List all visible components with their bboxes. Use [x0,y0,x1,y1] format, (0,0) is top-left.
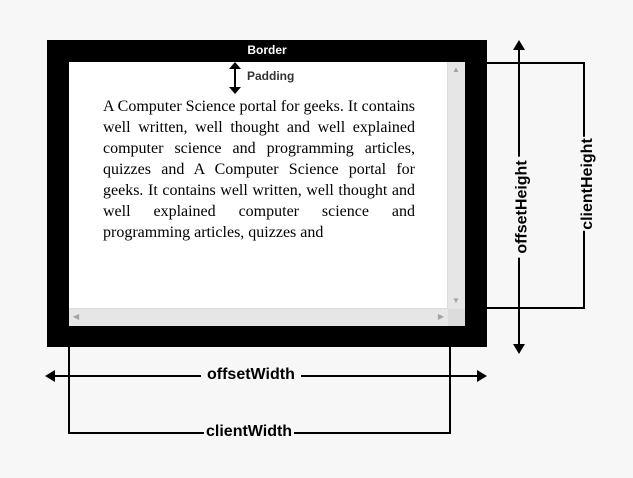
vertical-scrollbar[interactable]: ▲ ▼ [447,62,465,309]
scroll-left-icon[interactable]: ◀ [73,312,80,321]
scrollbar-corner [448,309,465,326]
padding-label: Padding [247,69,295,83]
offset-width-label: offsetWidth [201,366,301,384]
scroll-right-icon[interactable]: ▶ [437,312,444,321]
client-width-bracket-icon [68,347,451,434]
border-box: Border A Computer Science portal for gee… [47,40,487,347]
content-area: A Computer Science portal for geeks. It … [69,62,465,326]
client-height-bracket-icon [487,62,585,309]
border-label: Border [247,43,287,57]
padding-arrow-icon [229,62,241,94]
horizontal-scrollbar[interactable]: ◀ ▶ [69,308,448,326]
content-paragraph: A Computer Science portal for geeks. It … [103,98,415,241]
scroll-down-icon[interactable]: ▼ [452,296,460,305]
client-width-label: clientWidth [204,423,295,441]
client-height-label: clientHeight [578,137,597,231]
scroll-up-icon[interactable]: ▲ [452,65,460,74]
